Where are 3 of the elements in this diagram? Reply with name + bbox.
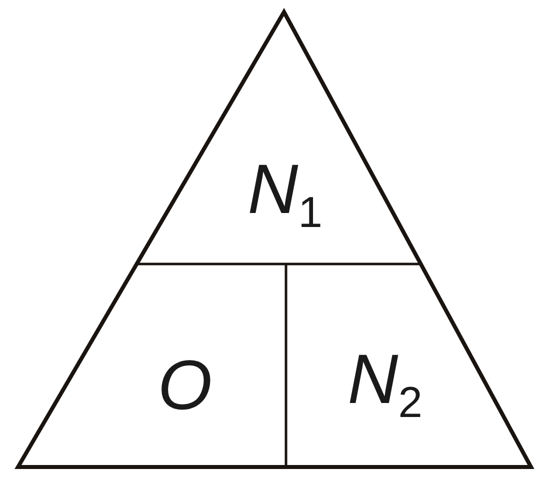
region-label: O bbox=[158, 350, 212, 420]
region-label: N$_{1}$ bbox=[248, 154, 322, 236]
region-label: N$_{2}$ bbox=[348, 344, 422, 426]
